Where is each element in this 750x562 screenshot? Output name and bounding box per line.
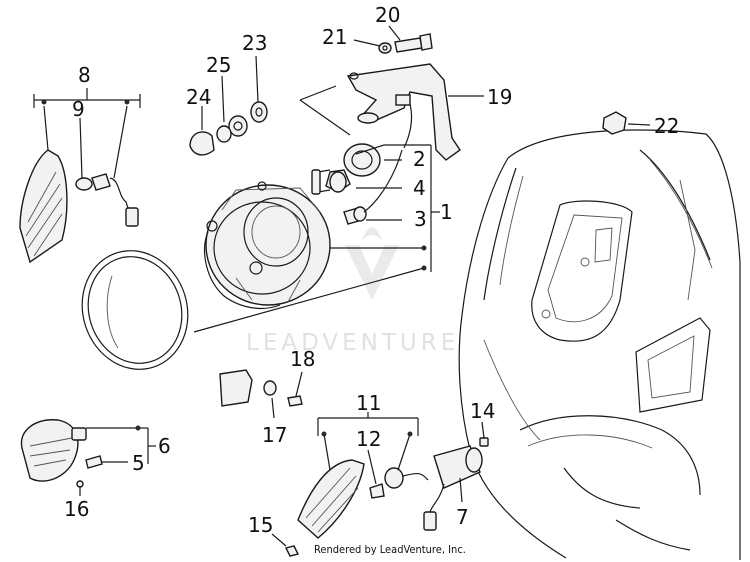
callout-12: 12: [356, 427, 381, 451]
screw-20: [394, 33, 433, 53]
leader-lines: [33, 25, 651, 547]
parking-bulb: [343, 149, 403, 225]
watermark: LEADVENTURE: [246, 227, 459, 356]
cap-nut-24: [189, 131, 215, 156]
callout-2: 2: [413, 147, 426, 171]
callout-8: 8: [78, 63, 91, 87]
callout-22: 22: [654, 114, 679, 138]
callout-15: 15: [248, 513, 273, 537]
tail-light: [20, 419, 103, 488]
headlight-bracket: [346, 63, 461, 161]
headlight-lens: [81, 250, 189, 370]
washer-23: [250, 101, 268, 123]
callout-24: 24: [186, 85, 211, 109]
callout-23: 23: [242, 31, 267, 55]
callout-19: 19: [487, 85, 512, 109]
callout-4: 4: [413, 176, 426, 200]
callout-18: 18: [290, 347, 315, 371]
turn-signal-right: [284, 437, 489, 557]
headlight-housing: [203, 181, 331, 309]
main-bulb: [311, 169, 351, 195]
callout-labels: 1 2 3 4 5 6 7 8 9 11 12 14 15 16 17 18 1…: [64, 3, 679, 537]
callout-11: 11: [356, 391, 381, 415]
callout-17: 17: [262, 423, 287, 447]
washer-21: [378, 42, 392, 54]
callout-3: 3: [414, 207, 427, 231]
callout-5: 5: [132, 451, 145, 475]
callout-7: 7: [456, 505, 469, 529]
watermark-text: LEADVENTURE: [246, 330, 459, 356]
nut-22: [602, 111, 627, 135]
callout-1: 1: [440, 200, 453, 224]
callout-21: 21: [322, 25, 347, 49]
turn-signal-left: [19, 149, 68, 264]
callout-20: 20: [375, 3, 400, 27]
nut-25: [216, 115, 248, 143]
callout-6: 6: [158, 434, 171, 458]
callout-9: 9: [72, 97, 85, 121]
callout-14: 14: [470, 399, 495, 423]
turn-signal-bulb-left: [75, 173, 139, 227]
leadventure-logo-icon: [345, 227, 399, 300]
bracket-clip-18: [219, 369, 303, 407]
callout-25: 25: [206, 53, 231, 77]
callout-16: 16: [64, 497, 89, 521]
bulb-holder-ring: [343, 143, 381, 177]
scooter-front-shield: [458, 129, 741, 560]
render-credit: Rendered by LeadVenture, Inc.: [314, 543, 466, 556]
